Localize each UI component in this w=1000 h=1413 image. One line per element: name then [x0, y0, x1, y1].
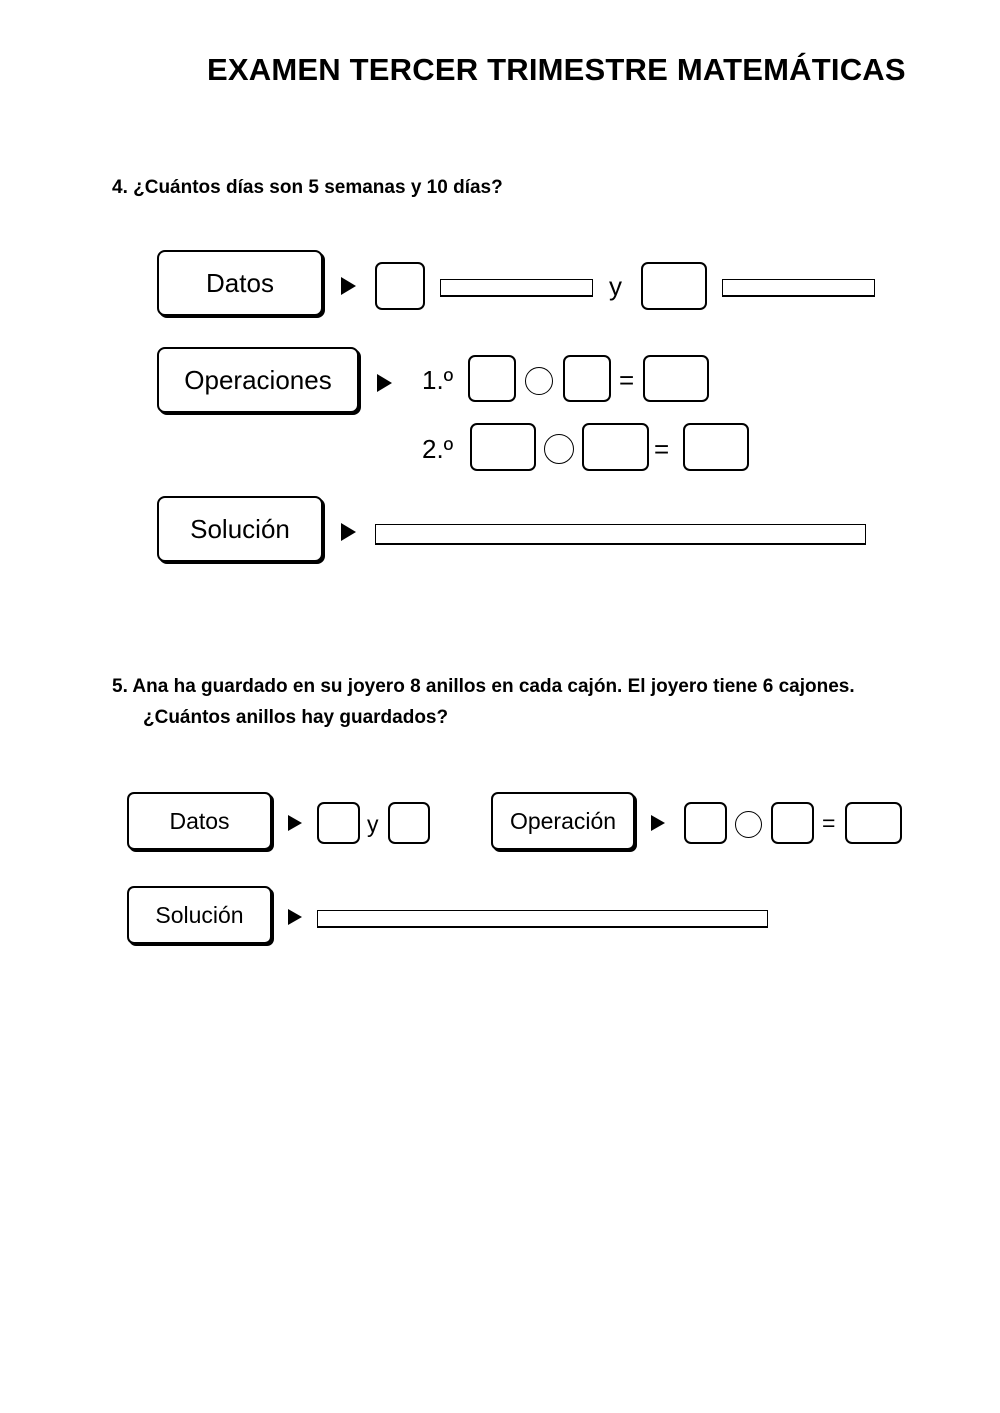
- q4-op1-operator-circle[interactable]: [525, 367, 553, 395]
- q4-datos-y-word: y: [609, 271, 622, 301]
- q5-op-operand-1[interactable]: [684, 802, 727, 844]
- q4-operaciones-arrow-icon: [377, 374, 392, 392]
- q5-datos-label: Datos: [127, 792, 272, 850]
- q4-op2-equals: =: [654, 434, 670, 464]
- q4-op2-result[interactable]: [683, 423, 749, 471]
- q4-datos-number-box-1[interactable]: [375, 262, 425, 310]
- q4-datos-number-box-2[interactable]: [641, 262, 707, 310]
- q5-solucion-label: Solución: [127, 886, 272, 944]
- q4-op2-operator-circle[interactable]: [544, 434, 574, 464]
- q5-datos-y-word: y: [367, 811, 379, 837]
- q4-datos-label: Datos: [157, 250, 323, 316]
- q4-op1-equals: =: [619, 365, 635, 395]
- page-title: EXAMEN TERCER TRIMESTRE MATEMÁTICAS: [207, 52, 906, 87]
- q4-datos-arrow-icon: [341, 277, 356, 295]
- q5-op-operator-circle[interactable]: [735, 811, 762, 838]
- q5-datos-arrow-icon: [288, 815, 302, 831]
- q4-solucion-answer-line[interactable]: [375, 524, 866, 545]
- q5-solucion-arrow-icon: [288, 909, 302, 925]
- q4-datos-unit-line-1[interactable]: [440, 279, 593, 297]
- q5-op-equals: =: [822, 810, 836, 836]
- question-5-text-line2: ¿Cuántos anillos hay guardados?: [143, 707, 449, 728]
- q5-op-operand-2[interactable]: [771, 802, 814, 844]
- q4-op1-operand-1[interactable]: [468, 355, 516, 402]
- q5-operacion-arrow-icon: [651, 815, 665, 831]
- q5-datos-number-box-2[interactable]: [388, 802, 430, 844]
- q4-op2-label: 2.º: [422, 434, 454, 464]
- question-5-text-line1: 5. Ana ha guardado en su joyero 8 anillo…: [112, 676, 855, 697]
- q4-solucion-label: Solución: [157, 496, 323, 562]
- q4-datos-unit-line-2[interactable]: [722, 279, 875, 297]
- q4-op2-operand-2[interactable]: [582, 423, 649, 471]
- q5-operacion-label: Operación: [491, 792, 635, 850]
- q4-op1-operand-2[interactable]: [563, 355, 611, 402]
- q5-solucion-answer-line[interactable]: [317, 910, 768, 928]
- q4-operaciones-label: Operaciones: [157, 347, 359, 413]
- q4-op2-operand-1[interactable]: [470, 423, 536, 471]
- question-4-text: 4. ¿Cuántos días son 5 semanas y 10 días…: [112, 177, 503, 198]
- q4-solucion-arrow-icon: [341, 523, 356, 541]
- q5-datos-number-box-1[interactable]: [317, 802, 360, 844]
- q5-op-result[interactable]: [845, 802, 902, 844]
- q4-op1-label: 1.º: [422, 365, 454, 395]
- q4-op1-result[interactable]: [643, 355, 709, 402]
